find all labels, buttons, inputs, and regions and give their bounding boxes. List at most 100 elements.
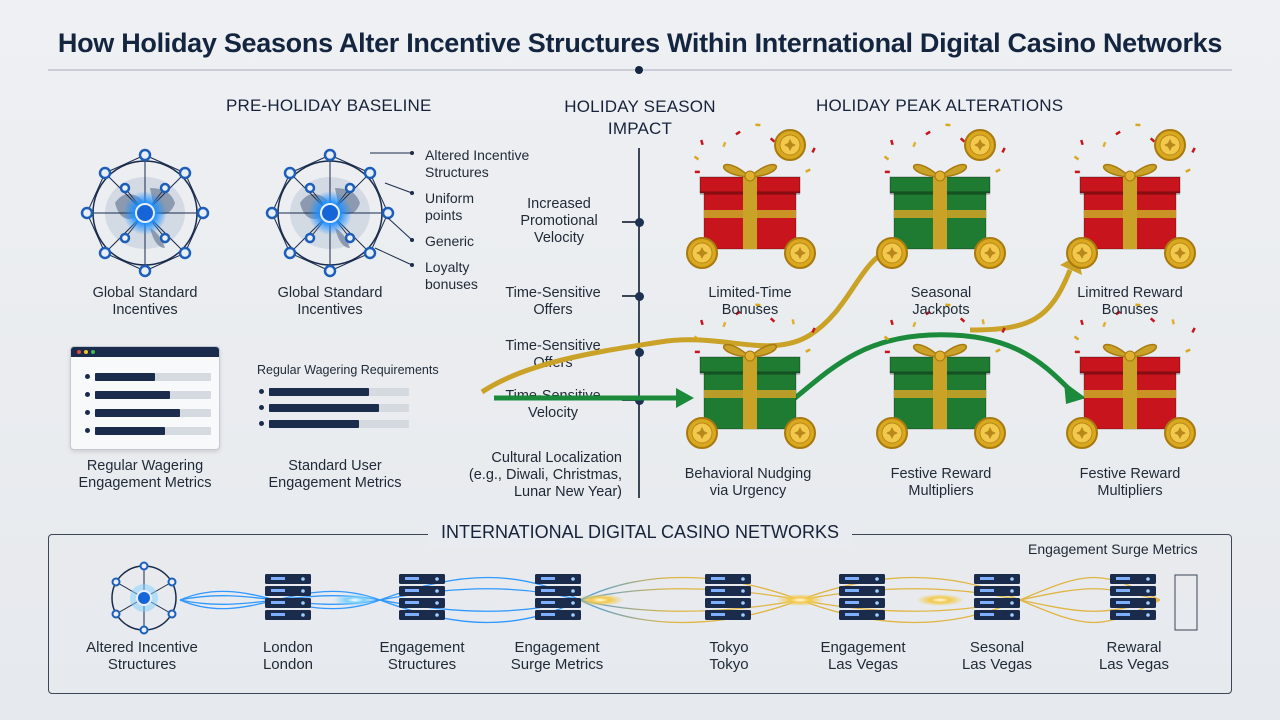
network-node-label: Engagement Las Vegas xyxy=(793,639,933,673)
network-title-background xyxy=(428,520,852,548)
network-nodes xyxy=(111,561,1156,635)
hub-network-icon xyxy=(111,561,177,635)
callout-generic: Generic xyxy=(425,233,474,250)
gift-label-line: via Urgency xyxy=(709,483,787,499)
gold-coin-icon xyxy=(784,237,816,269)
impact-item-line: Increased xyxy=(527,196,591,212)
network-diagram xyxy=(111,561,1198,635)
globe1-label: Global Standard Incentives xyxy=(70,285,220,319)
gold-coin-icon xyxy=(876,237,908,269)
gift-box-icon xyxy=(1066,123,1196,269)
callout-line: Generic xyxy=(425,233,475,249)
network-node-label: Tokyo Tokyo xyxy=(659,639,799,673)
network-node-line: Structures xyxy=(387,656,457,673)
gift-icons xyxy=(686,123,1196,449)
network-node-label: Engagement Surge Metrics xyxy=(487,639,627,673)
window-dot-icon xyxy=(77,350,81,354)
impact-item: Time-Sensitive Offers xyxy=(493,285,613,319)
panel1-label-line2: Engagement Metrics xyxy=(78,475,212,491)
cultural-line: Cultural Localization xyxy=(491,450,622,466)
gift-label-line: Limited-Time xyxy=(708,285,792,301)
gold-coin-icon xyxy=(784,417,816,449)
server-icon xyxy=(839,574,885,620)
server-icon xyxy=(535,574,581,620)
network-node-label: Sesonal Las Vegas xyxy=(927,639,1067,673)
gold-coin-icon xyxy=(876,417,908,449)
gold-coin-icon xyxy=(1066,237,1098,269)
section-heading-impact-line1: HOLIDAY SEASON xyxy=(564,97,716,116)
panel2-label-line1: Standard User xyxy=(288,458,382,474)
callout-line: Structures xyxy=(425,164,489,180)
callout-line: Uniform xyxy=(425,190,475,206)
server-icon xyxy=(399,574,445,620)
network-node-line: Engagement xyxy=(820,639,906,656)
cultural-line: (e.g., Diwali, Christmas, xyxy=(468,467,622,483)
network-node-label: London London xyxy=(218,639,358,673)
timeline-tick xyxy=(622,295,638,297)
network-node-label: Engagement Structures xyxy=(352,639,492,673)
network-node-line: London xyxy=(262,656,314,673)
callout-loyalty-bonuses: Loyalty bonuses xyxy=(425,259,478,293)
gift-box-icon xyxy=(686,303,816,449)
gift-box-icon xyxy=(686,123,816,269)
device-outline-icon xyxy=(1174,574,1198,631)
network-node-label: Rewaral Las Vegas xyxy=(1064,639,1204,673)
impact-item-line: Offers xyxy=(533,302,573,318)
gold-coin-icon xyxy=(974,237,1006,269)
server-icon xyxy=(705,574,751,620)
network-node-line: London xyxy=(262,639,314,656)
title-divider-dot xyxy=(635,66,643,74)
network-node-line: Tokyo xyxy=(709,639,749,656)
network-node-line: Altered Incentive xyxy=(86,639,198,656)
network-node-line: Sesonal xyxy=(969,639,1025,656)
server-icon xyxy=(1110,574,1156,620)
gift-label-line: Bonuses xyxy=(1101,302,1159,318)
timeline-dot xyxy=(634,217,644,227)
gift-box-icon xyxy=(876,303,1006,449)
section-heading-impact: HOLIDAY SEASON IMPACT xyxy=(540,96,740,140)
panel2-label: Standard User Engagement Metrics xyxy=(250,458,420,492)
panel2-heading: Regular Wagering Requirements xyxy=(257,363,439,377)
globe2-label-line2: Incentives xyxy=(297,302,363,318)
callout-altered-incentive: Altered Incentive Structures xyxy=(425,147,529,181)
gift-label-line: Limitrеd Reward xyxy=(1077,285,1183,301)
gift-label-line: Festive Reward xyxy=(1079,466,1181,482)
requirements-bars xyxy=(255,384,415,434)
network-node-line: Tokyo xyxy=(709,656,749,673)
network-node-line: Engagement xyxy=(514,639,600,656)
gift-box-icon xyxy=(1066,303,1196,449)
gold-coin-icon xyxy=(964,129,996,161)
timeline-dot xyxy=(634,291,644,301)
section-heading-peak: HOLIDAY PEAK ALTERATIONS xyxy=(816,96,1064,115)
globe1-label-line2: Incentives xyxy=(112,302,178,318)
callout-uniform-points: Uniform points xyxy=(425,190,474,224)
network-node-line: Las Vegas xyxy=(961,656,1033,673)
globe2-label-line1: Global Standard xyxy=(277,285,383,301)
panel-titlebar xyxy=(71,347,219,357)
callout-line: points xyxy=(425,207,463,223)
gift-label-line: Behavioral Nudging xyxy=(684,466,812,482)
globe2-label: Global Standard Incentives xyxy=(255,285,405,319)
gift-label: Festive Reward Multipliers xyxy=(1055,466,1205,500)
globe-network-icon xyxy=(80,148,210,278)
panel1-label: Regular Wagering Engagement Metrics xyxy=(60,458,230,492)
gold-coin-icon xyxy=(1164,417,1196,449)
panel1-label-line1: Regular Wagering xyxy=(86,458,204,474)
section-heading-impact-line2: IMPACT xyxy=(607,119,673,138)
impact-item-line: Velocity xyxy=(528,405,578,421)
impact-item-line: Time-Sensitive xyxy=(505,338,601,354)
surge-metrics-label: Engagement Surge Metrics xyxy=(1028,541,1198,557)
network-node-line: Surge Metrics xyxy=(510,656,604,673)
network-node-line: Engagement xyxy=(379,639,465,656)
gold-coin-icon xyxy=(1066,417,1098,449)
globe1-label-line1: Global Standard xyxy=(92,285,198,301)
server-icon xyxy=(974,574,1020,620)
network-node-line: Rewaral xyxy=(1106,639,1162,656)
gift-label: Festive Reward Multipliers xyxy=(866,466,1016,500)
timeline-dot xyxy=(634,347,644,357)
impact-item-line: Velocity xyxy=(534,230,584,246)
green-arrow-2 xyxy=(788,332,1072,404)
wagering-panel xyxy=(70,346,220,450)
window-dot-icon xyxy=(84,350,88,354)
gold-arrow-2 xyxy=(969,269,1073,333)
